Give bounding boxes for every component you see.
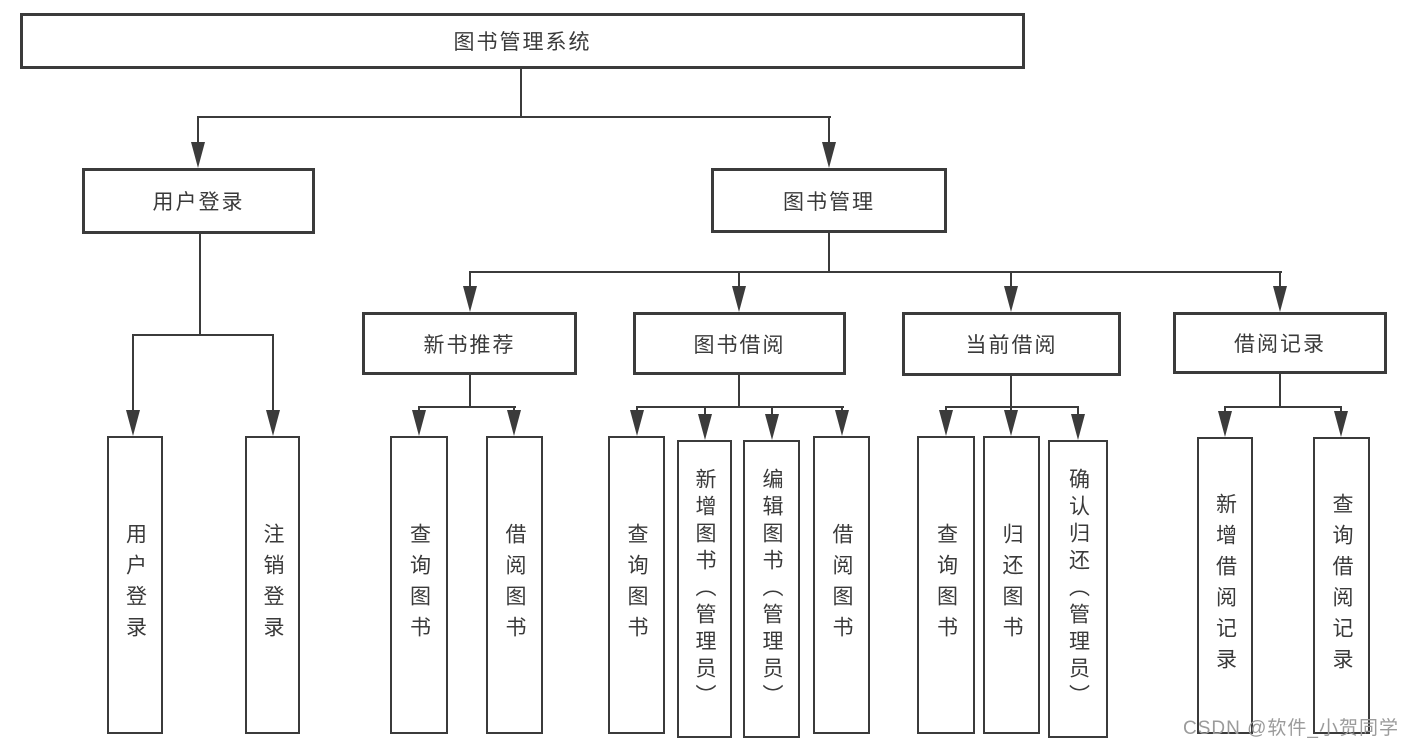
leaf-br-add-record: 新增借阅记录 xyxy=(1197,437,1253,734)
connector-bookborrow-hline xyxy=(636,406,844,408)
arrowhead-down-icon xyxy=(732,286,746,312)
node-borrow-record: 借阅记录 xyxy=(1173,312,1387,374)
leaf-br-add-record-label: 新增借阅记录 xyxy=(1213,492,1237,679)
arrowhead-down-icon xyxy=(126,410,140,436)
connector-userloginleaf-stub xyxy=(132,334,134,412)
arrowhead-down-icon xyxy=(939,410,953,436)
csdn-watermark: CSDN @软件_小贺同学 xyxy=(1183,718,1399,739)
leaf-logout-label: 注销登录 xyxy=(261,523,284,647)
leaf-cb-confirm-return: 确认归还（管理员） xyxy=(1048,440,1108,738)
leaf-nbr-query-book-label: 查询图书 xyxy=(407,523,431,647)
node-root: 图书管理系统 xyxy=(20,13,1025,69)
arrowhead-down-icon xyxy=(463,286,477,312)
leaf-bb-add-book-label: 新增图书（管理员） xyxy=(693,467,716,711)
leaf-cb-return-book: 归还图书 xyxy=(983,436,1040,734)
connector-logoutleaf-stub xyxy=(272,334,274,412)
node-borrow-record-label: 借阅记录 xyxy=(1234,333,1326,356)
arrowhead-down-icon xyxy=(698,414,712,440)
connector-bookmgmt-stub xyxy=(828,116,830,148)
leaf-br-query-record-label: 查询借阅记录 xyxy=(1330,492,1353,679)
leaf-cb-query-book: 查询图书 xyxy=(917,436,975,734)
leaf-bb-edit-book-label: 编辑图书（管理员） xyxy=(760,467,783,711)
connector-borrowrecord-vline xyxy=(1279,374,1281,408)
connector-newbookrec-stub xyxy=(469,271,471,290)
connector-bookborrow-vline xyxy=(738,374,740,408)
connector-leaf-stub xyxy=(771,406,773,418)
connector-newbookrec-vline xyxy=(469,374,471,408)
arrowhead-down-icon xyxy=(1071,414,1085,440)
node-root-label: 图书管理系统 xyxy=(453,31,592,54)
connector-userlogin-vline xyxy=(199,233,201,336)
node-user-login-label: 用户登录 xyxy=(152,191,245,214)
arrowhead-down-icon xyxy=(1334,411,1348,437)
node-book-borrow-label: 图书借阅 xyxy=(693,333,786,357)
leaf-bb-query-book: 查询图书 xyxy=(608,436,665,734)
leaf-cb-return-book-label: 归还图书 xyxy=(1000,523,1023,647)
leaf-bb-borrow-book: 借阅图书 xyxy=(813,436,870,734)
arrowhead-down-icon xyxy=(765,414,779,440)
leaf-cb-confirm-return-label: 确认归还（管理员） xyxy=(1066,467,1090,711)
connector-leaf-stub xyxy=(1224,406,1226,415)
node-book-borrow: 图书借阅 xyxy=(633,312,846,375)
node-new-book-recommend-label: 新书推荐 xyxy=(423,333,516,357)
leaf-nbr-borrow-book-label: 借阅图书 xyxy=(503,523,526,647)
leaf-br-query-record: 查询借阅记录 xyxy=(1313,437,1370,734)
node-user-login: 用户登录 xyxy=(82,168,315,234)
connector-leaf-stub xyxy=(704,406,706,418)
node-current-borrow-label: 当前借阅 xyxy=(965,334,1058,357)
arrowhead-down-icon xyxy=(822,142,836,168)
arrowhead-down-icon xyxy=(1273,286,1287,312)
connector-currentborrow-vline xyxy=(1010,374,1012,408)
arrowhead-down-icon xyxy=(266,410,280,436)
arrowhead-down-icon xyxy=(1004,286,1018,312)
arrowhead-down-icon xyxy=(412,410,426,436)
arrowhead-down-icon xyxy=(191,142,205,168)
connector-currentborrow-hline xyxy=(945,406,1079,408)
arrowhead-down-icon xyxy=(835,410,849,436)
connector-leaf-stub xyxy=(1340,406,1342,415)
leaf-bb-edit-book: 编辑图书（管理员） xyxy=(743,440,800,738)
leaf-nbr-borrow-book: 借阅图书 xyxy=(486,436,543,734)
leaf-logout: 注销登录 xyxy=(245,436,300,734)
connector-root-vline xyxy=(520,68,522,118)
connector-borrowrecord-stub xyxy=(1279,271,1281,290)
connector-currentborrow-stub xyxy=(1010,271,1012,290)
arrowhead-down-icon xyxy=(1218,411,1232,437)
arrowhead-down-icon xyxy=(1004,410,1018,436)
connector-userlogin-stub xyxy=(197,116,199,148)
node-new-book-recommend: 新书推荐 xyxy=(362,312,577,375)
connector-bookmgmt-vline xyxy=(828,232,830,273)
leaf-nbr-query-book: 查询图书 xyxy=(390,436,448,734)
connector-level3-hline xyxy=(469,271,1282,273)
node-book-management-label: 图书管理 xyxy=(783,190,875,214)
node-current-borrow: 当前借阅 xyxy=(902,312,1121,376)
connector-newbookrec-hline xyxy=(418,406,516,408)
connector-borrowrecord-hline xyxy=(1224,406,1342,408)
leaf-bb-query-book-label: 查询图书 xyxy=(625,523,648,647)
leaf-bb-borrow-book-label: 借阅图书 xyxy=(830,523,853,647)
connector-userlogin-hline xyxy=(132,334,274,336)
arrowhead-down-icon xyxy=(630,410,644,436)
leaf-cb-query-book-label: 查询图书 xyxy=(934,523,958,647)
leaf-user-login-label: 用户登录 xyxy=(123,523,147,647)
arrowhead-down-icon xyxy=(507,410,521,436)
node-book-management: 图书管理 xyxy=(711,168,947,233)
leaf-bb-add-book: 新增图书（管理员） xyxy=(677,440,732,738)
leaf-user-login: 用户登录 xyxy=(107,436,163,734)
connector-level2-hline xyxy=(197,116,831,118)
connector-leaf-stub xyxy=(1077,406,1079,418)
connector-bookborrow-stub xyxy=(738,271,740,290)
